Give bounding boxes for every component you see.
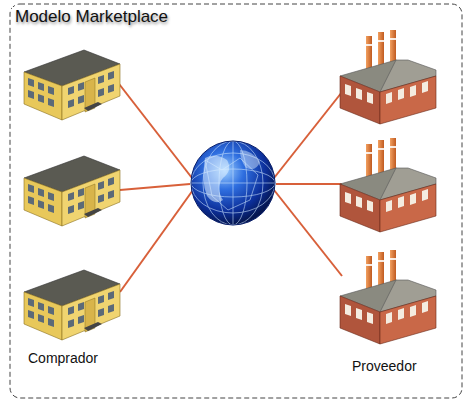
diagram-title: Modelo Marketplace	[12, 7, 171, 27]
role-label: Comprador	[28, 350, 98, 366]
frame-border	[10, 4, 462, 398]
buyer-buildings	[24, 50, 120, 340]
connection-lines	[116, 80, 342, 292]
supplier-factories	[340, 30, 436, 344]
role-label: Proveedor	[352, 358, 417, 374]
globe-icon	[191, 141, 275, 225]
